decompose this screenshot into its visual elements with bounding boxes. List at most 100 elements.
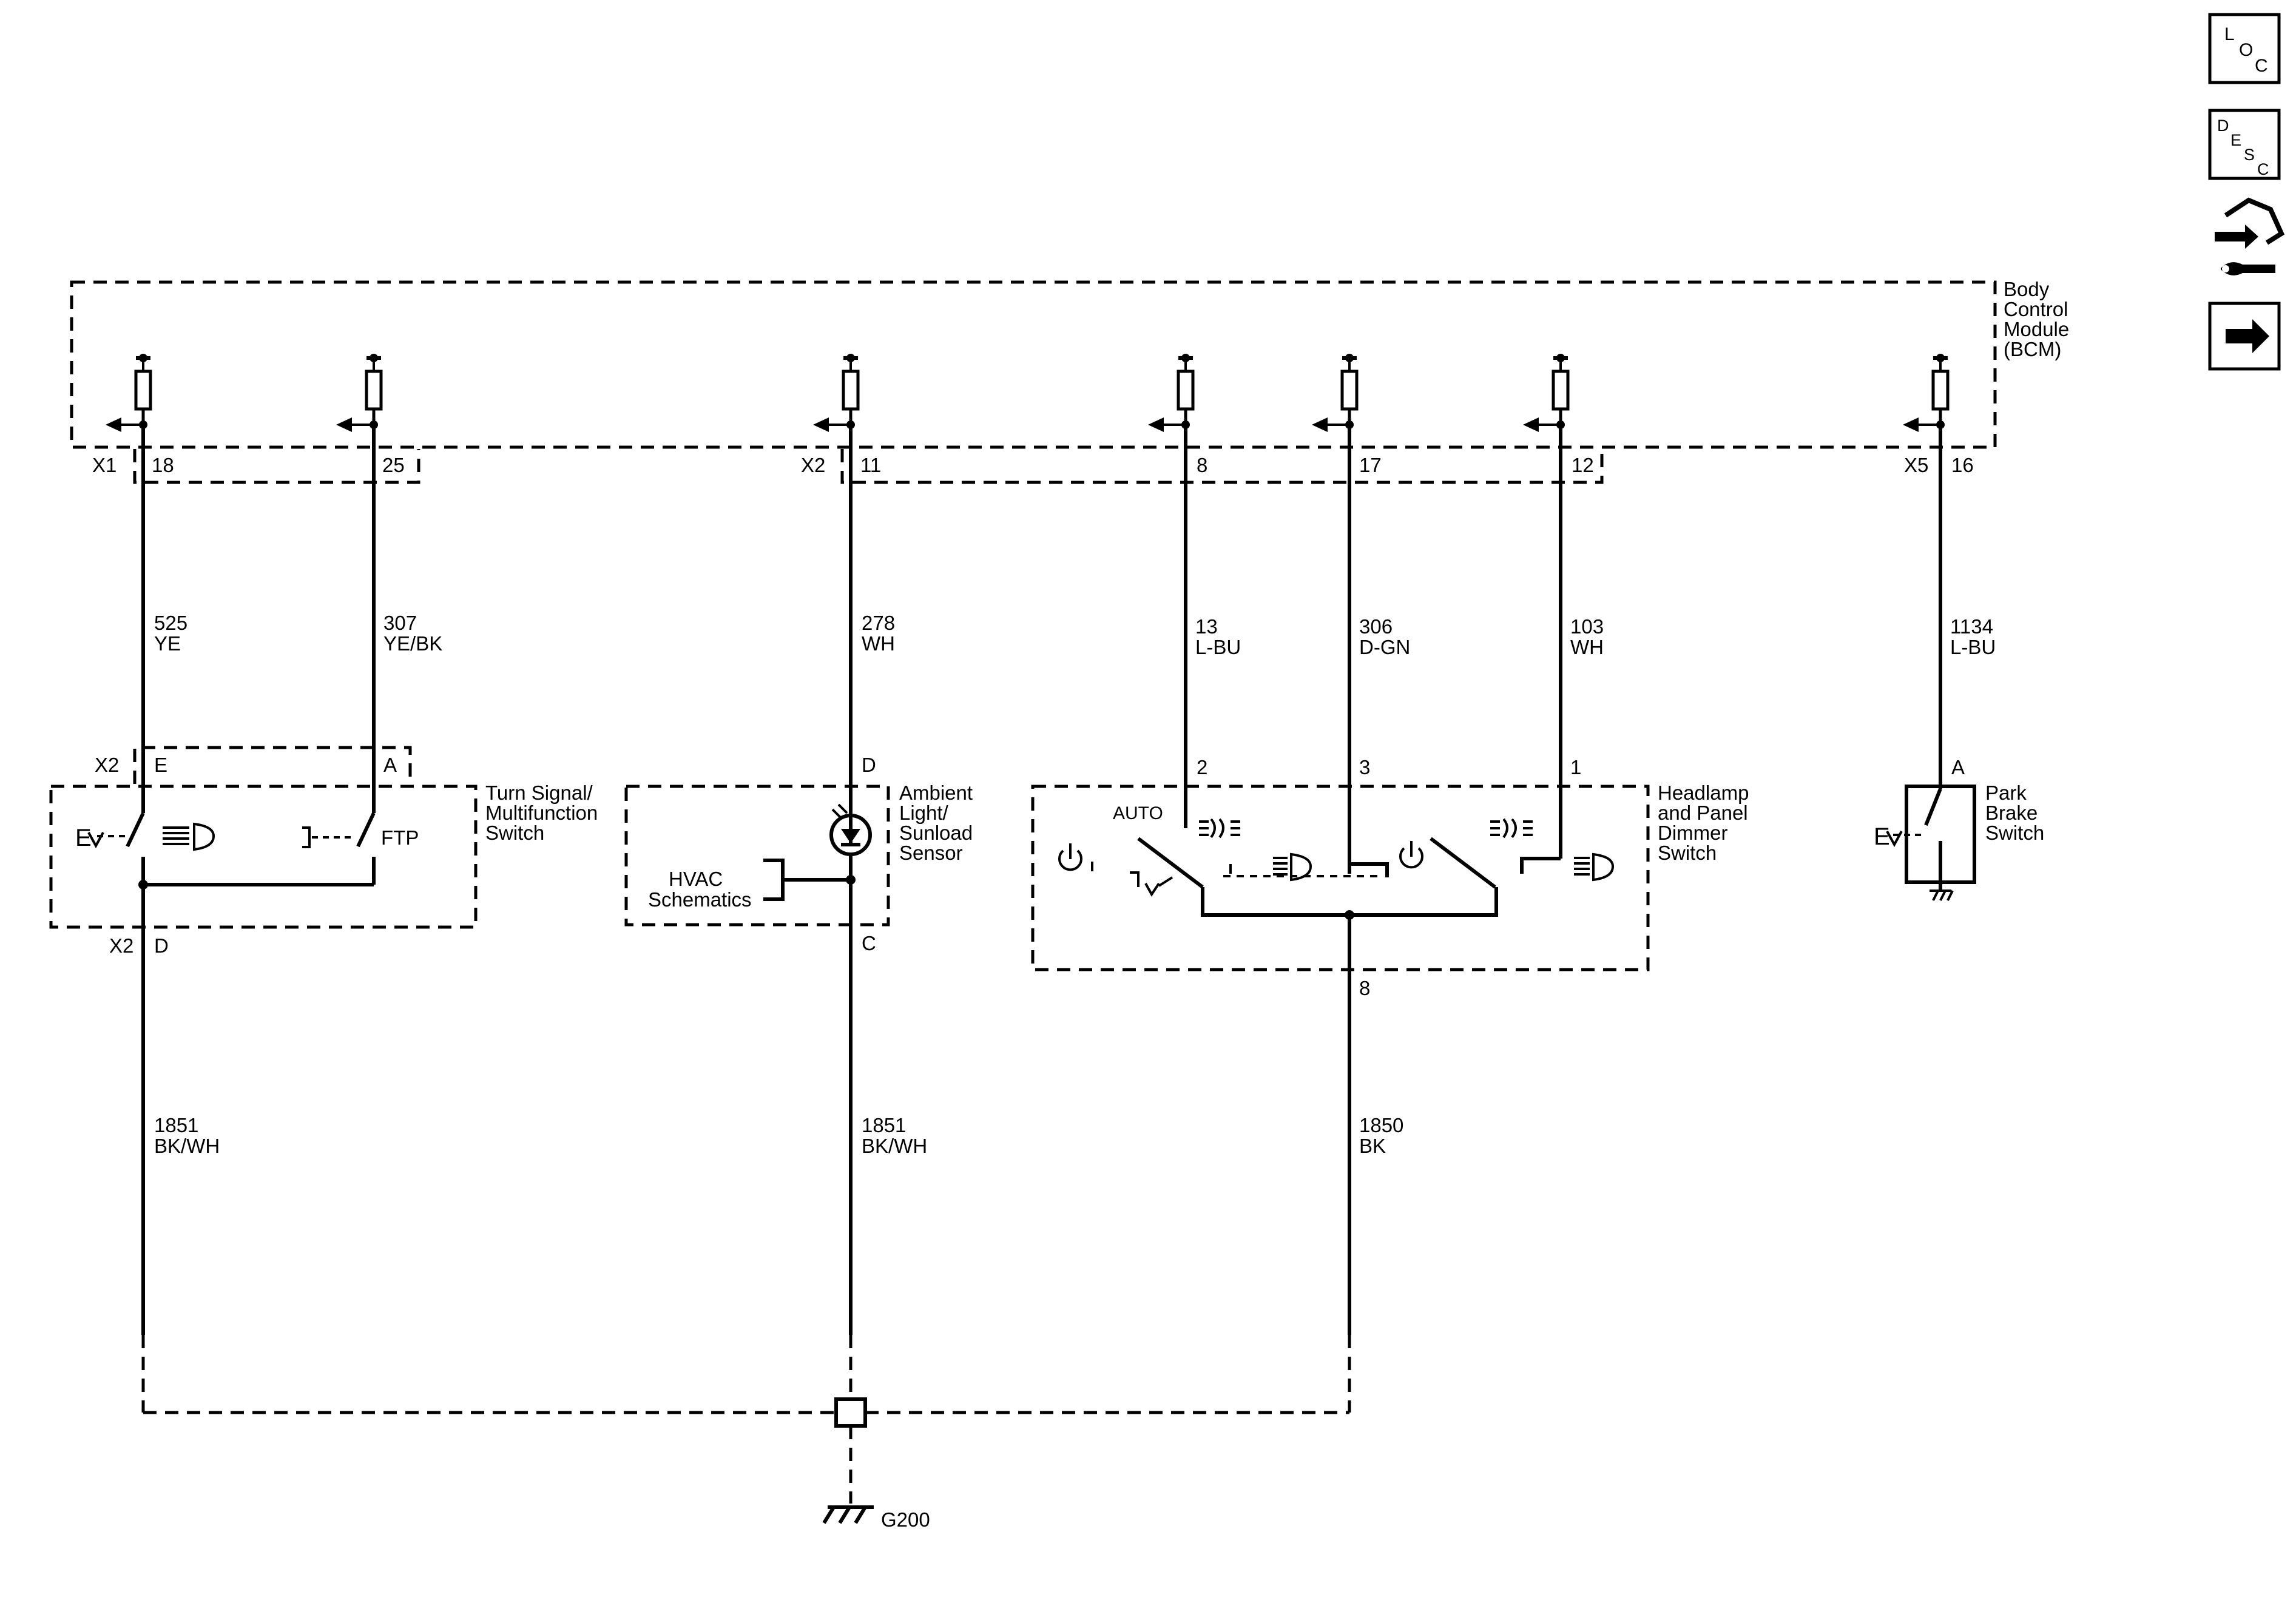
svg-text:E: E xyxy=(2230,131,2241,149)
hl-auto-label: AUTO xyxy=(1113,803,1163,823)
svg-text:L: L xyxy=(2224,24,2235,44)
bcm-pin-12: 12 xyxy=(1572,454,1594,476)
park-lamp-icon xyxy=(1130,871,1173,897)
wire-1134-circuit: 1134 xyxy=(1950,615,1993,638)
wire-103-color: WH xyxy=(1570,636,1604,658)
hl-label-1: Headlamp xyxy=(1658,781,1749,804)
wire-13-color: L-BU xyxy=(1195,636,1241,658)
ts-ftp-label: FTP xyxy=(381,826,419,849)
bcm-pin-17: 17 xyxy=(1359,454,1382,476)
bcm-input-11 xyxy=(813,354,860,432)
wire-525-color: YE xyxy=(154,632,181,655)
hvac-label-1: HVAC xyxy=(669,868,723,890)
amb-label-2: Light/ xyxy=(899,802,949,824)
pb-label-3: Switch xyxy=(1985,822,2044,844)
bcm-label-4: (BCM) xyxy=(2004,338,2061,360)
power-icon xyxy=(1058,843,1093,871)
wire-1851a-color: BK/WH xyxy=(154,1135,220,1157)
service-tool-button[interactable] xyxy=(2215,197,2285,275)
wire-1851b-circuit: 1851 xyxy=(862,1114,906,1136)
desc-icon: D E S C xyxy=(2217,116,2269,178)
bcm-label-3: Module xyxy=(2004,318,2069,340)
next-button[interactable] xyxy=(2208,302,2281,371)
amb-pin-d: D xyxy=(862,754,876,776)
ts-label-3: Switch xyxy=(485,822,544,844)
desc-button[interactable]: D E S C xyxy=(2208,109,2281,180)
bcm-connector-x1: X1 xyxy=(92,454,116,476)
hl-pin-3: 3 xyxy=(1359,756,1370,778)
park-lamp-icon xyxy=(1199,818,1240,839)
pb-label-1: Park xyxy=(1985,781,2027,804)
wire-306-color: D-GN xyxy=(1359,636,1410,658)
hl-label-2: and Panel xyxy=(1658,802,1748,824)
bcm-pin-16: 16 xyxy=(1951,454,1974,476)
headlamp-icon xyxy=(1273,852,1312,882)
park-lamp-icon: E xyxy=(75,825,104,851)
wire-307-circuit: 307 xyxy=(383,612,417,634)
loc-button[interactable]: L O C xyxy=(2208,13,2281,84)
headlamp-icon xyxy=(1574,852,1615,882)
service-tool-icon xyxy=(2215,197,2285,275)
wire-labels: 525 YE 307 YE/BK 278 WH 13 L-BU 306 D-GN… xyxy=(154,612,1996,1157)
pb-label-2: Brake xyxy=(1985,802,2038,824)
headlamp-dimmer-switch: 2 3 1 Headlamp and Panel Dimmer Switch A… xyxy=(1031,756,1749,1335)
ground-splice: G200 xyxy=(141,1335,1351,1531)
svg-text:E: E xyxy=(1874,823,1890,850)
park-lamp-icon: E xyxy=(1874,823,1903,850)
wire-1850-circuit: 1850 xyxy=(1359,1114,1403,1136)
wire-1134-color: L-BU xyxy=(1950,636,1996,658)
amb-label-4: Sensor xyxy=(899,842,963,864)
ground-label-g200: G200 xyxy=(881,1508,930,1531)
bcm-label-1: Body xyxy=(2004,278,2050,300)
turn-signal-switch: X2 E A Turn Signal/ Multifunction Switch… xyxy=(49,746,598,1335)
bcm-input-25 xyxy=(336,354,383,432)
svg-text:C: C xyxy=(2257,160,2269,178)
bcm-pin-25: 25 xyxy=(382,454,405,476)
wire-1851a-circuit: 1851 xyxy=(154,1114,198,1136)
park-brake-switch: A Park Brake Switch E xyxy=(1874,756,2044,901)
amb-pin-c: C xyxy=(862,932,876,954)
headlamp-icon xyxy=(163,822,215,851)
amb-label-1: Ambient xyxy=(899,781,973,804)
wire-525-circuit: 525 xyxy=(154,612,187,634)
wire-306-circuit: 306 xyxy=(1359,615,1393,638)
bcm-connector-x2: X2 xyxy=(801,454,825,476)
wire-13-circuit: 13 xyxy=(1195,615,1218,638)
next-arrow-icon xyxy=(2226,319,2269,353)
svg-text:S: S xyxy=(2244,146,2255,164)
ground-icon xyxy=(1930,890,1954,901)
bcm-input-12 xyxy=(1523,354,1570,432)
wire-1850-color: BK xyxy=(1359,1135,1386,1157)
pb-pin-a: A xyxy=(1951,756,1965,778)
svg-text:E: E xyxy=(75,825,92,851)
hl-label-3: Dimmer xyxy=(1658,822,1727,844)
hl-label-4: Switch xyxy=(1658,842,1717,864)
hl-pin-2: 2 xyxy=(1197,756,1207,778)
hl-pin-1: 1 xyxy=(1570,756,1581,778)
svg-text:O: O xyxy=(2239,40,2253,60)
ts-pin-a: A xyxy=(383,754,397,776)
wire-278-color: WH xyxy=(862,632,895,655)
svg-text:C: C xyxy=(2255,56,2268,76)
ambient-light-sensor: D Ambient Light/ Sunload Sensor HVAC Sch… xyxy=(624,754,973,1335)
park-lamp-icon xyxy=(1490,818,1533,839)
bcm-label-2: Control xyxy=(2004,298,2068,320)
amb-label-3: Sunload xyxy=(899,822,973,844)
loc-icon: L O C xyxy=(2224,24,2268,76)
power-icon xyxy=(1399,841,1423,869)
bcm-pin-18: 18 xyxy=(152,454,174,476)
bcm-input-16 xyxy=(1903,354,1950,432)
wire-1851b-color: BK/WH xyxy=(862,1135,927,1157)
bcm-connector-x5: X5 xyxy=(1904,454,1928,476)
bcm-input-8 xyxy=(1148,354,1195,432)
ts-connector-x2-bottom: X2 xyxy=(109,934,133,957)
hvac-label-2: Schematics xyxy=(648,888,752,911)
ground-icon xyxy=(822,1505,874,1524)
svg-text:D: D xyxy=(2217,116,2229,135)
ts-label-1: Turn Signal/ xyxy=(485,781,593,804)
bcm-input-17 xyxy=(1312,354,1359,432)
bcm-input-circuits xyxy=(106,354,1950,432)
wire-103-circuit: 103 xyxy=(1570,615,1604,638)
ts-connector-x2-top: X2 xyxy=(95,754,119,776)
